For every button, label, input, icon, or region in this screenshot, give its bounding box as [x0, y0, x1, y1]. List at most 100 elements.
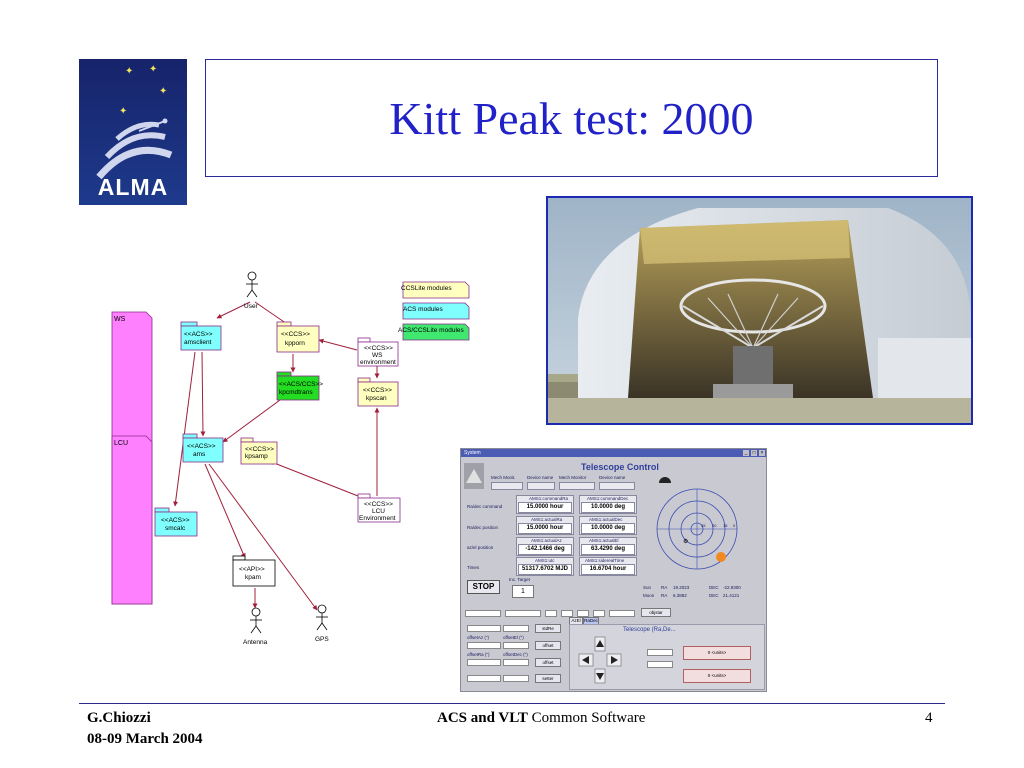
- moon-label: Moon: [643, 593, 655, 598]
- ra-input[interactable]: [465, 610, 501, 617]
- pm-dec-input[interactable]: [577, 610, 589, 617]
- ra-label: RA: [661, 585, 668, 590]
- package-lcu: LCU: [111, 435, 153, 605]
- svg-text:<<ACS>>: <<ACS>>: [161, 517, 190, 524]
- field-label: AMS1:commandDec: [587, 496, 629, 501]
- tc-heading: Telescope Control: [581, 462, 659, 472]
- offset-az-input[interactable]: [467, 642, 501, 649]
- field-label: AMS1:siderealTime: [585, 558, 625, 563]
- offset-dec-input[interactable]: [503, 659, 529, 666]
- header-label: Mech Monitor: [559, 475, 587, 480]
- svg-text:30: 30: [712, 523, 717, 528]
- units-display: 0 <units>: [683, 646, 751, 660]
- offset-label: offsetAz ("): [467, 635, 490, 640]
- header-label: Device name: [527, 475, 554, 480]
- svg-text:ams: ams: [193, 451, 206, 458]
- svg-text:<<CCS>>: <<CCS>>: [281, 331, 310, 338]
- offset-label: offsetDec ("): [503, 652, 528, 657]
- dec-input[interactable]: [505, 610, 541, 617]
- title-frame: Kitt Peak test: 2000: [205, 59, 938, 177]
- star-icon: ✦: [159, 86, 168, 97]
- block-amsclient: <<ACS>> amsclient: [180, 321, 222, 351]
- row-label: Times: [467, 565, 480, 570]
- mech-monit-select[interactable]: [491, 482, 523, 490]
- svg-text:ACS modules: ACS modules: [403, 306, 443, 313]
- footer-center-rest: Common Software: [527, 710, 646, 726]
- device-name-select-2[interactable]: [599, 482, 635, 490]
- sun-ra: 19.2023: [673, 585, 690, 590]
- target-input[interactable]: 1: [512, 585, 534, 598]
- svg-text:<<CCS>>: <<CCS>>: [364, 345, 393, 352]
- svg-text:LCU: LCU: [114, 440, 128, 447]
- device-name-select[interactable]: [527, 482, 555, 490]
- architecture-diagram: WS LCU User CCSLite modules ACS modules …: [111, 271, 470, 646]
- block-kpam: <<API>> kpam: [232, 555, 276, 587]
- footer-date: 08-09 March 2004: [87, 731, 203, 747]
- star-icon: ✦: [149, 64, 158, 75]
- offset-button-2[interactable]: offset: [535, 658, 561, 667]
- moon-ra: 6.3882: [673, 593, 687, 598]
- ra-speed-input[interactable]: [467, 675, 501, 682]
- page-number: 4: [925, 710, 933, 726]
- epoch-input[interactable]: [545, 610, 557, 617]
- close-icon[interactable]: ×: [759, 450, 765, 456]
- svg-text:15: 15: [723, 523, 728, 528]
- svg-text:0: 0: [733, 523, 736, 528]
- panel-title: Telescope (Ra,De...: [623, 627, 676, 633]
- offset-el-input[interactable]: [503, 642, 529, 649]
- svg-text:smcalc: smcalc: [165, 525, 186, 532]
- svg-text:<<ACS/CCS>>: <<ACS/CCS>>: [279, 381, 323, 388]
- direction-pad[interactable]: [575, 635, 625, 685]
- sun-dec: -22.9300: [723, 585, 741, 590]
- svg-text:<<CCS>>: <<CCS>>: [364, 501, 393, 508]
- el-input[interactable]: [503, 625, 529, 632]
- header-label: Device name: [599, 475, 626, 480]
- field-value: 10.0000 deg: [581, 502, 635, 513]
- objstar-button[interactable]: objstar: [641, 608, 671, 617]
- offset-label: offsetRa ("): [467, 652, 490, 657]
- maximize-icon[interactable]: □: [751, 450, 757, 456]
- window-titlebar: [461, 449, 766, 457]
- field-value: 51317.6702 MJD: [518, 564, 572, 575]
- logo-word: ALMA: [97, 174, 169, 200]
- field-label: AMS1:actualEl: [589, 538, 619, 543]
- az-input[interactable]: [467, 625, 501, 632]
- offset-ra-input[interactable]: [467, 659, 501, 666]
- rate-ra-input[interactable]: [647, 649, 673, 656]
- minimize-icon[interactable]: _: [743, 450, 749, 456]
- dec-speed-input[interactable]: [503, 675, 529, 682]
- telescope-dome-photo: [546, 196, 973, 425]
- setter-button[interactable]: setter: [535, 674, 561, 683]
- field-label: AMS1:utc: [535, 558, 555, 563]
- offset-button[interactable]: offset: [535, 641, 561, 650]
- svg-text:kpcmdtrans: kpcmdtrans: [279, 389, 313, 396]
- footer-center: ACS and VLT Common Software: [437, 710, 645, 727]
- svg-text:<<ACS>>: <<ACS>>: [187, 443, 216, 450]
- antenna-actor: Antenna: [243, 607, 268, 646]
- field-value: 16.6704 hour: [581, 564, 635, 575]
- gps-actor: GPS: [315, 604, 329, 643]
- svg-text:Antenna: Antenna: [243, 639, 268, 646]
- rate-dec-input[interactable]: [647, 661, 673, 668]
- field-value: 15.0000 hour: [518, 523, 572, 534]
- std-re-button[interactable]: stdRe: [535, 624, 561, 633]
- pm-ra-input[interactable]: [561, 610, 573, 617]
- telescope-control-window: System _ □ × Telescope Control Mech Moni…: [460, 448, 767, 692]
- svg-text:WS: WS: [114, 316, 126, 323]
- block-ams: <<ACS>> ams: [182, 433, 224, 463]
- svg-text:amsclient: amsclient: [184, 339, 212, 346]
- mech-monitor-select[interactable]: [559, 482, 595, 490]
- star-icon: ✦: [125, 66, 134, 77]
- telescope-thumbnail-icon: [464, 463, 484, 489]
- mean-select[interactable]: [609, 610, 635, 617]
- stop-button[interactable]: STOP: [467, 580, 500, 594]
- footer-author: G.Chiozzi: [87, 710, 151, 726]
- field-label: AMS1:actualAz: [531, 538, 562, 543]
- svg-text:environment: environment: [360, 359, 396, 366]
- ra-label: RA: [661, 593, 668, 598]
- offset-label: offsetEl ("): [503, 635, 524, 640]
- user-actor: User: [244, 271, 259, 310]
- svg-text:<<ACS>>: <<ACS>>: [184, 331, 213, 338]
- svg-text:kpam: kpam: [245, 574, 261, 581]
- parallax-input[interactable]: [593, 610, 605, 617]
